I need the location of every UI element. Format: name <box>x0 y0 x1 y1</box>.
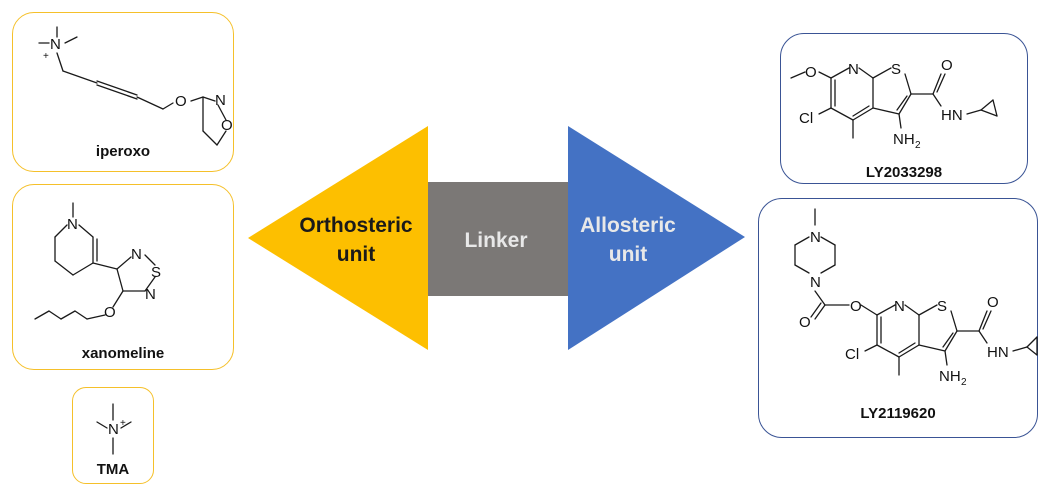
ly2119620-atom-o-amide: O <box>799 314 811 331</box>
linker-label: Linker <box>464 229 527 252</box>
iperoxo-panel: N + O N O iperoxo <box>12 12 234 172</box>
orthosteric-label-line2: unit <box>337 243 375 266</box>
ly2119620-panel: N N O O N S O Cl HN NH 2 LY2119620 <box>758 198 1038 438</box>
iperoxo-atom-n: N <box>50 36 61 53</box>
ly2033298-atom-n: N <box>848 61 859 78</box>
iperoxo-name: iperoxo <box>95 143 151 160</box>
ly2119620-atom-nh2-subscript: 2 <box>961 377 967 388</box>
tma-structure: N + <box>96 403 132 455</box>
ly2033298-panel: O N S O Cl HN NH 2 LY2033298 <box>780 33 1028 184</box>
ly2119620-atom-o-ether: O <box>850 298 862 315</box>
ly2033298-atom-o-methoxy: O <box>805 64 817 81</box>
ly2119620-atom-o: O <box>987 294 999 311</box>
tma-atom-plus: + <box>120 418 126 429</box>
ly2119620-atom-nh2: NH <box>939 368 961 385</box>
ly2033298-atom-o: O <box>941 57 953 74</box>
xanomeline-atom-n1: N <box>131 246 142 263</box>
iperoxo-atom-plus: + <box>43 51 49 62</box>
ly2033298-atom-nh2: NH <box>893 131 915 148</box>
xanomeline-panel: N S N N O xanomeline <box>12 184 234 370</box>
ly2119620-atom-n: N <box>894 298 905 315</box>
orthosteric-label-line1: Orthosteric <box>299 214 413 237</box>
ly2119620-structure: N N O O N S O Cl HN NH 2 <box>794 208 1038 388</box>
linker-bar <box>428 182 570 296</box>
ly2119620-atom-hn: HN <box>987 344 1009 361</box>
ly2119620-name: LY2119620 <box>860 405 936 422</box>
ly2033298-atom-hn: HN <box>941 107 963 124</box>
xanomeline-structure: N S N N O <box>34 202 161 321</box>
orthosteric-arrow <box>248 126 428 350</box>
tma-name: TMA <box>96 461 130 478</box>
iperoxo-atom-n2: N <box>215 92 226 109</box>
tma-panel: N + TMA <box>72 387 154 484</box>
ly2119620-atom-cl: Cl <box>845 346 859 363</box>
xanomeline-atom-o: O <box>104 304 116 321</box>
xanomeline-atom-n: N <box>67 216 78 233</box>
ly2033298-atom-nh2-subscript: 2 <box>915 140 921 151</box>
allosteric-label-line2: unit <box>609 243 647 266</box>
ly2033298-name: LY2033298 <box>865 164 943 181</box>
iperoxo-atom-o: O <box>175 93 187 110</box>
ly2119620-atom-n-bottom: N <box>810 274 821 291</box>
ly2119620-atom-s: S <box>937 298 947 315</box>
ly2033298-atom-s: S <box>891 61 901 78</box>
allosteric-arrow <box>568 126 745 350</box>
allosteric-label-line1: Allosteric <box>580 214 676 237</box>
xanomeline-atom-s: S <box>151 264 161 281</box>
ly2119620-atom-n-top: N <box>810 229 821 246</box>
xanomeline-atom-n2: N <box>145 286 156 303</box>
iperoxo-atom-o2: O <box>221 117 233 134</box>
ly2033298-atom-cl: Cl <box>799 110 813 127</box>
ly2033298-structure: O N S O Cl HN NH 2 <box>790 57 998 151</box>
xanomeline-name: xanomeline <box>81 345 165 362</box>
iperoxo-structure: N + O N O <box>38 26 233 146</box>
tma-atom-n: N <box>108 421 119 438</box>
